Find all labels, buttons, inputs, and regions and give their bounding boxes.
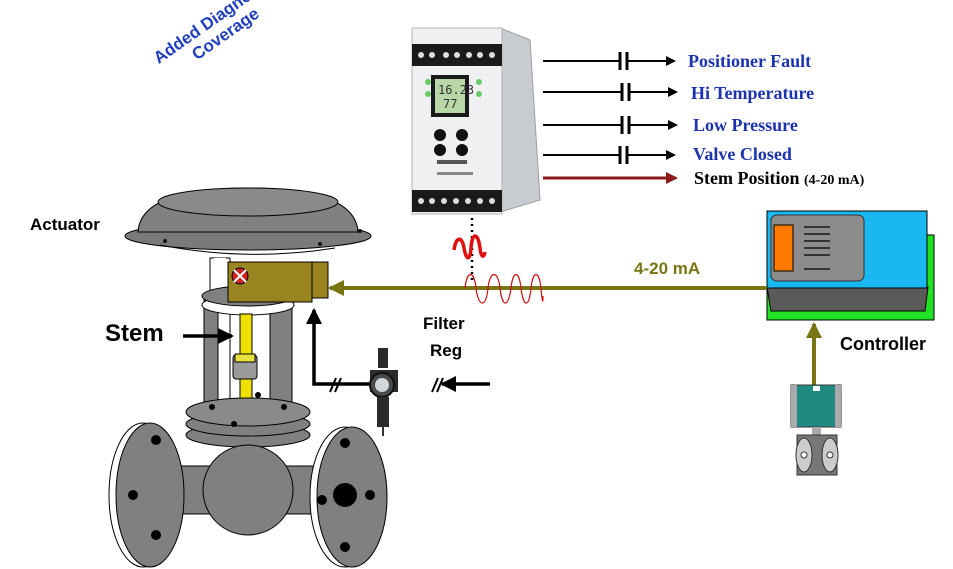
output-label-hi-temperature: Hi Temperature: [691, 83, 815, 103]
filter-reg-label-line1: Filter: [423, 314, 465, 333]
monitor-lcd-line2: 77: [443, 97, 458, 111]
hart-superimposed-wave: [464, 273, 544, 304]
monitor-button[interactable]: [456, 129, 468, 141]
valve-body: [108, 422, 388, 568]
monitor-button[interactable]: [434, 144, 446, 156]
filter-regulator: [369, 348, 398, 436]
output-line-hi-temperature: [543, 83, 678, 101]
monitor-button[interactable]: [434, 129, 446, 141]
actuator-diaphragm: [124, 187, 372, 255]
stem-position-text: Stem Position: [694, 168, 800, 188]
output-line-valve-closed: [543, 146, 676, 164]
filter-reg-label-line2: Reg: [430, 341, 463, 360]
stem-label: Stem: [105, 320, 164, 347]
pressure-transmitter: [790, 384, 842, 476]
output-lines: [543, 52, 678, 184]
actuator-label: Actuator: [30, 215, 100, 234]
output-line-positioner-fault: [543, 52, 676, 70]
output-line-low-pressure: [543, 116, 678, 134]
signal-label-4-20ma: 4-20 mA: [634, 259, 701, 278]
diagnostic-monitor-device: [411, 27, 541, 215]
monitor-button[interactable]: [456, 144, 468, 156]
output-label-positioner-fault: Positioner Fault: [688, 51, 812, 71]
valve-positioner: [227, 261, 329, 303]
hart-signal-icon: [452, 234, 487, 260]
output-label-valve-closed: Valve Closed: [693, 144, 792, 164]
controller-indicator: [773, 224, 794, 272]
valve-bonnet: [185, 392, 311, 448]
lcd-screen: [435, 79, 465, 113]
stem-position-range: (4-20 mA): [804, 173, 865, 188]
air-supply-line: [306, 308, 490, 393]
output-label-low-pressure: Low Pressure: [693, 115, 798, 135]
output-label-stem-position: Stem Position (4-20 mA): [694, 168, 864, 189]
controller-device: [766, 210, 935, 321]
valve-stem: [232, 313, 258, 413]
monitor-lcd-line1: 16.23: [438, 83, 475, 97]
controller-label: Controller: [840, 334, 927, 354]
